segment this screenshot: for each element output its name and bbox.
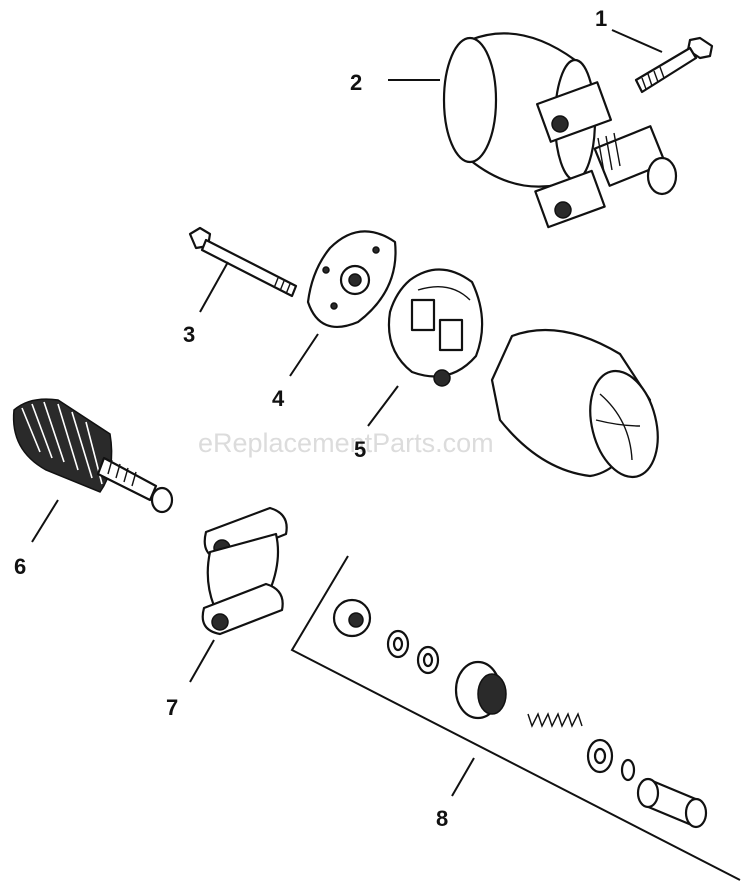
part-1-bolt[interactable] (634, 36, 714, 94)
watermark-text: eReplacementParts.com (198, 428, 494, 458)
part-5-brush-holder[interactable] (387, 268, 484, 387)
part-2-starter-motor[interactable] (442, 32, 678, 229)
leader-line-4 (289, 333, 319, 377)
callout-1[interactable]: 1 (595, 6, 607, 31)
part-6-armature[interactable] (12, 398, 174, 514)
leader-line-1 (611, 29, 663, 53)
callout-6[interactable]: 6 (14, 554, 26, 579)
part-7-drive-end-housing[interactable] (201, 506, 288, 636)
part-4-end-plate[interactable] (306, 230, 397, 328)
callout-2[interactable]: 2 (350, 70, 362, 95)
leader-line-8 (451, 757, 475, 797)
part-8-drive-kit[interactable] (290, 555, 741, 881)
callout-5[interactable]: 5 (354, 437, 366, 462)
callout-7[interactable]: 7 (166, 695, 178, 720)
leader-line-7 (189, 639, 215, 683)
leader-line-5 (367, 385, 399, 427)
part-3-through-bolt[interactable] (188, 226, 298, 298)
kit-bracket (290, 555, 741, 881)
leader-line-3 (199, 261, 229, 313)
callout-8[interactable]: 8 (436, 806, 448, 831)
callout-3[interactable]: 3 (183, 322, 195, 347)
leader-line-6 (31, 499, 59, 543)
motor-housing (490, 328, 659, 479)
callout-4[interactable]: 4 (272, 386, 285, 411)
